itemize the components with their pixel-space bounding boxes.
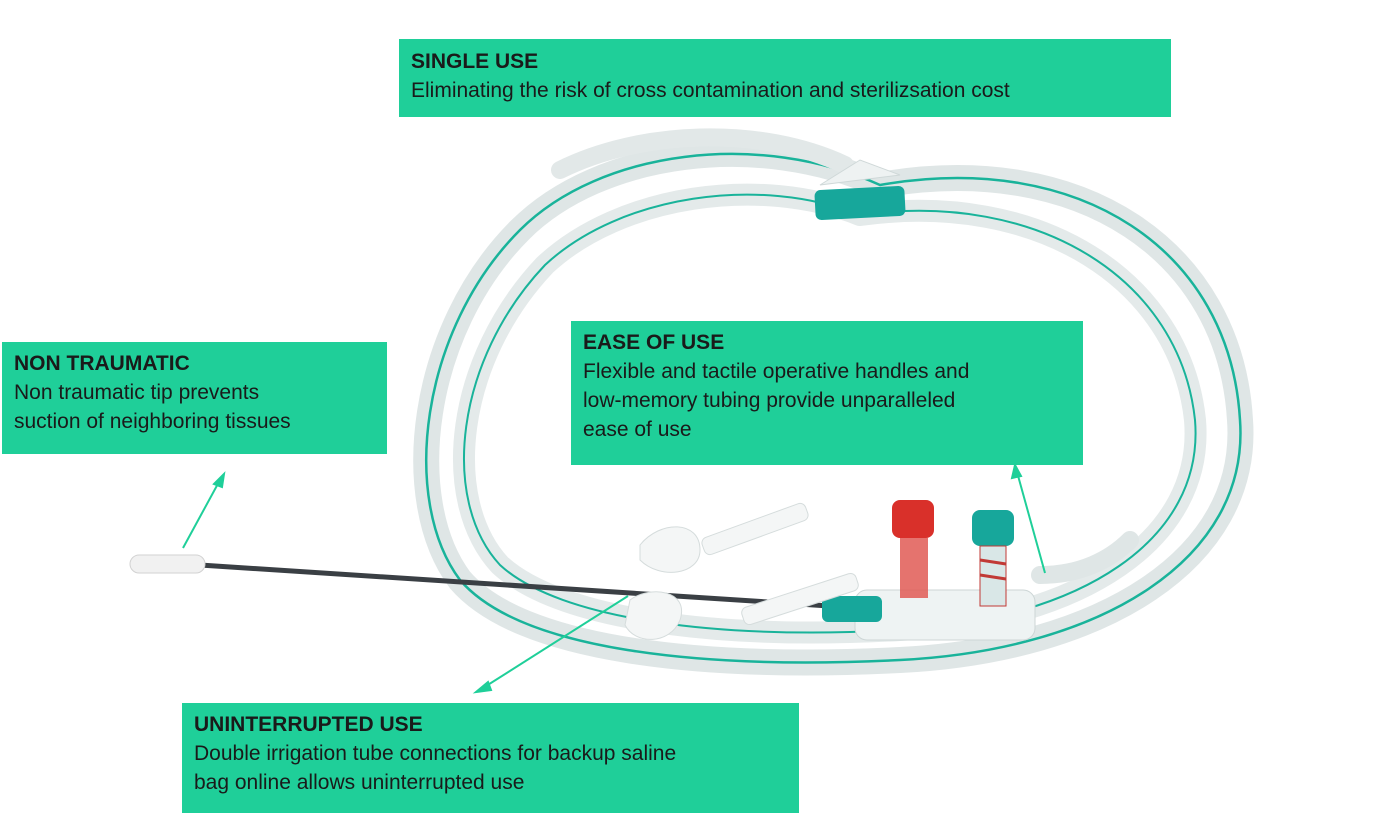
callout-heading: UNINTERRUPTED USE [194, 713, 423, 736]
callout-arrows [182, 462, 1046, 694]
callout-heading: SINGLE USE [411, 50, 539, 73]
callout-heading: EASE OF USE [583, 331, 725, 354]
callout-body: Double irrigation tube connections for b… [194, 742, 677, 794]
callout-body: Eliminating the risk of cross contaminat… [411, 79, 1010, 102]
callout-non-traumatic: NON TRAUMATIC Non traumatic tip prevents… [2, 342, 387, 454]
callout-single-use: SINGLE USE Eliminating the risk of cross… [399, 39, 1171, 117]
probe-shaft [129, 554, 863, 611]
callout-ease-of-use: EASE OF USE Flexible and tactile operati… [571, 321, 1083, 465]
tubing-loop [413, 128, 1254, 676]
callout-body: Non traumatic tip prevents suction of ne… [14, 381, 291, 433]
irrigation-connectors [624, 502, 859, 640]
top-connector [814, 159, 906, 221]
handle [822, 500, 1036, 641]
callout-uninterrupted-use: UNINTERRUPTED USE Double irrigation tube… [182, 703, 799, 813]
callout-body: Flexible and tactile operative handles a… [583, 360, 970, 441]
callout-heading: NON TRAUMATIC [14, 352, 190, 375]
